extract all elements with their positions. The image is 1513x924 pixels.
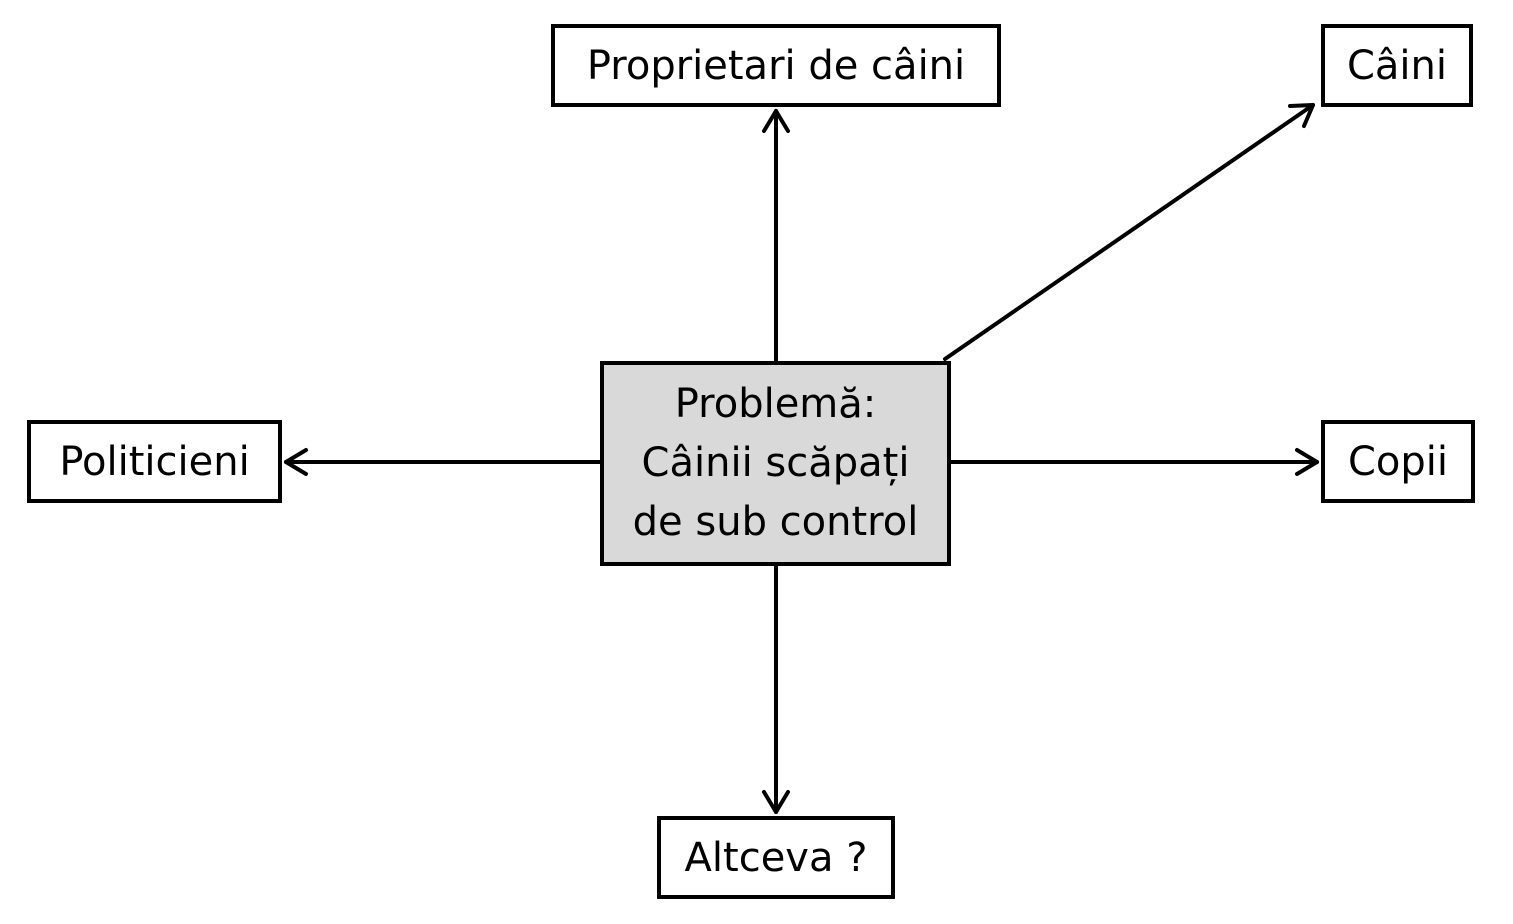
arrow-to-altceva xyxy=(762,564,790,814)
central-problem-box: Problemă: Câinii scăpați de sub control xyxy=(600,361,951,566)
node-something-else: Altceva ? xyxy=(657,816,895,899)
node-dog-owners: Proprietari de câini xyxy=(551,24,1001,107)
problem-line-2: Câinii scăpați xyxy=(641,439,910,486)
node-politicians: Politicieni xyxy=(27,420,282,503)
arrow-to-politicieni xyxy=(284,448,602,476)
node-politicians-label: Politicieni xyxy=(59,438,250,485)
arrow-to-copii xyxy=(949,448,1319,476)
node-children: Copii xyxy=(1321,420,1475,503)
problem-line-3: de sub control xyxy=(632,499,919,546)
node-dogs: Câini xyxy=(1321,24,1473,107)
node-dog-owners-label: Proprietari de câini xyxy=(586,42,966,89)
node-children-label: Copii xyxy=(1347,438,1449,485)
node-dogs-label: Câini xyxy=(1346,42,1448,89)
node-something-else-label: Altceva ? xyxy=(684,834,868,881)
arrow-to-caini xyxy=(943,103,1315,361)
arrow-to-proprietari xyxy=(762,109,790,363)
problem-line-1: Problemă: xyxy=(674,380,877,427)
